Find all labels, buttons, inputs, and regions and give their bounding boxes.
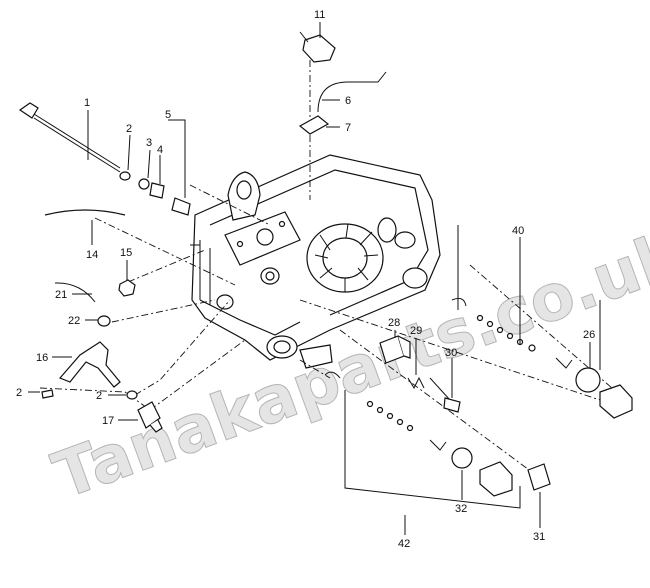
callout-22: 22	[68, 315, 80, 327]
callout-29: 29	[410, 325, 422, 337]
part-clip-right	[451, 298, 573, 369]
callout-11: 11	[314, 9, 325, 21]
part-5-valve	[171, 197, 191, 216]
part-28-sensor	[379, 335, 411, 364]
part-29-spring	[407, 376, 425, 390]
callout-2-bottom: 2	[96, 390, 102, 402]
callout-2-left: 2	[16, 387, 22, 399]
part-30-pin	[429, 377, 461, 413]
callout-31: 31	[533, 531, 545, 543]
part-26-oring	[575, 367, 601, 393]
callout-5: 5	[165, 109, 171, 121]
part-40-chain	[476, 314, 536, 352]
callout-1: 1	[84, 97, 90, 109]
part-15-nut	[118, 279, 136, 297]
part-14-hose	[44, 209, 126, 216]
callout-3: 3	[146, 137, 152, 149]
part-11-switch	[299, 31, 336, 63]
part-26-cap	[599, 384, 633, 419]
callout-40: 40	[512, 225, 524, 237]
callout-labels: 1 2 3 4 5 6 7 11 14 15 21 22 16 2 2 17 2…	[16, 9, 595, 550]
part-42-chain	[366, 400, 414, 432]
part-31-plug	[527, 463, 551, 491]
part-4-sleeve	[149, 182, 165, 199]
part-42-cap	[479, 461, 513, 497]
part-3-ring	[138, 178, 150, 190]
callout-2: 2	[126, 123, 132, 135]
callout-6: 6	[345, 95, 351, 107]
callout-32: 32	[455, 503, 467, 515]
callout-30: 30	[445, 347, 457, 359]
part-17-plug	[137, 401, 163, 433]
callout-17: 17	[102, 415, 114, 427]
callout-28: 28	[388, 317, 400, 329]
leader-lines	[28, 22, 601, 535]
part-21-hose	[54, 282, 96, 303]
part-16-bracket	[58, 341, 121, 388]
part-22-grommet	[97, 315, 111, 327]
part-32-oring	[451, 447, 473, 469]
callout-15: 15	[120, 247, 132, 259]
part-6-cable	[317, 71, 387, 113]
part-clip-bottom	[324, 371, 447, 451]
callout-14: 14	[86, 249, 98, 261]
callout-26: 26	[583, 329, 595, 341]
part-7-grommet	[298, 115, 330, 135]
callout-42: 42	[398, 538, 410, 550]
part-1-rod	[18, 102, 121, 173]
callout-16: 16	[36, 352, 48, 364]
part-2-washer-a	[119, 171, 131, 181]
part-2-washer-c	[126, 390, 138, 400]
crankcase-housing	[190, 154, 441, 369]
callout-21: 21	[55, 289, 67, 301]
callout-7: 7	[345, 122, 351, 134]
callout-4: 4	[157, 144, 163, 156]
part-2-clip-b	[41, 389, 54, 399]
